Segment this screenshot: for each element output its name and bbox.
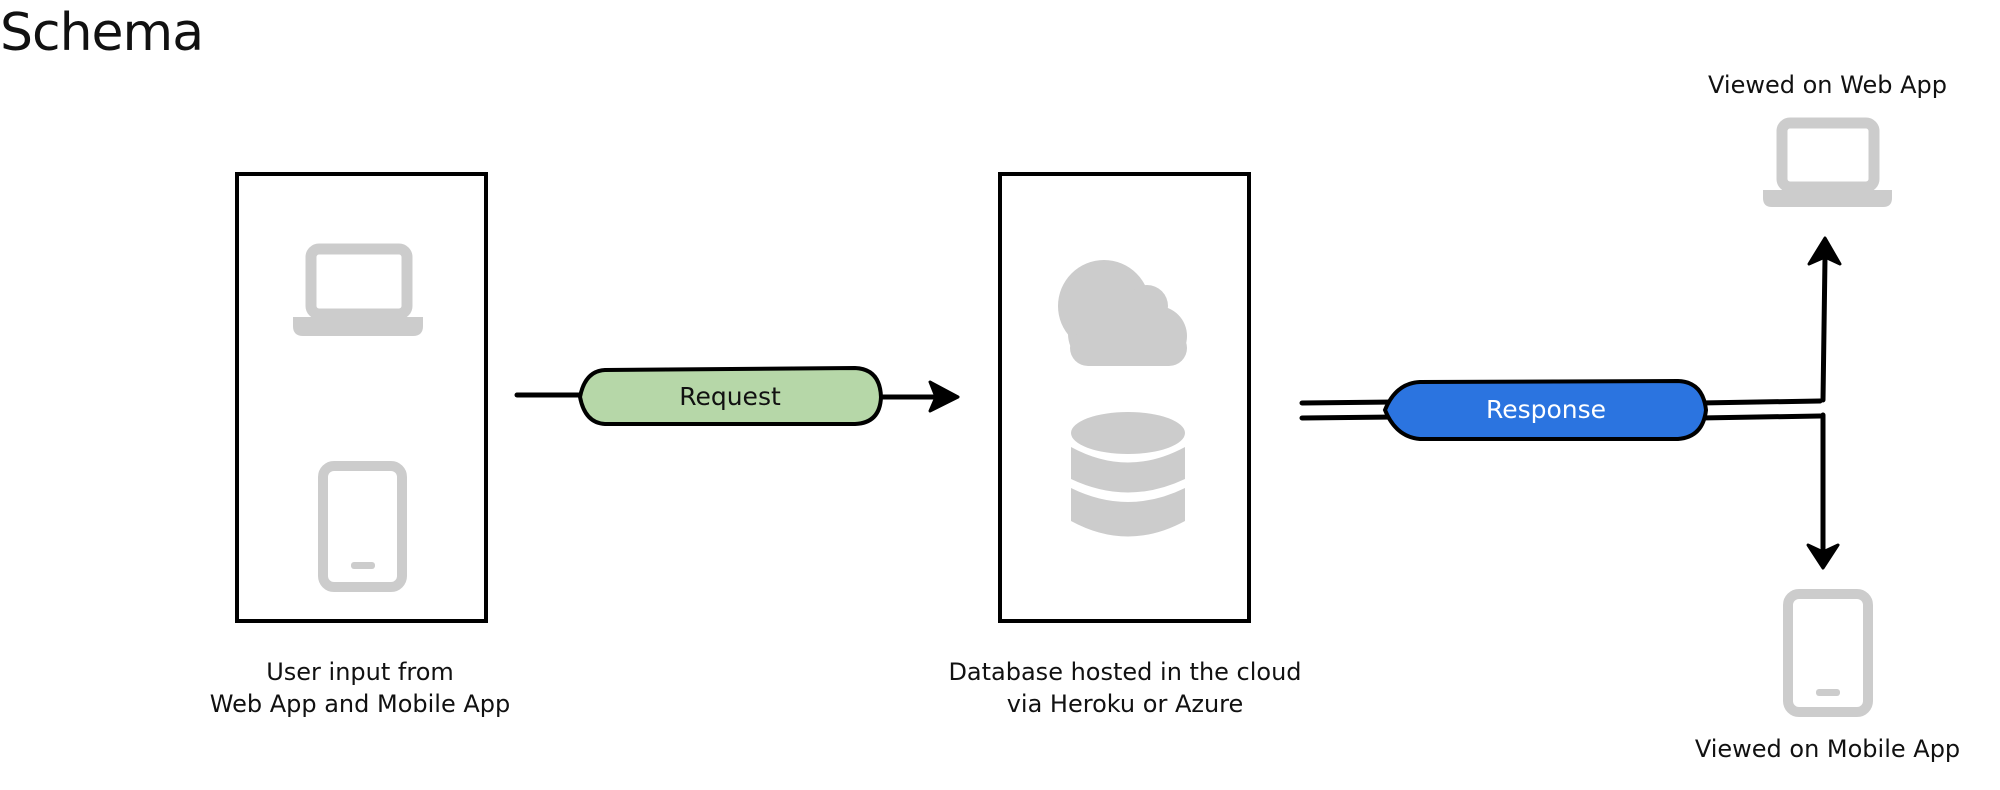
phone-icon <box>1783 589 1873 717</box>
request-pill <box>577 365 884 426</box>
mobile-output-label: Viewed on Mobile App <box>1694 735 1961 763</box>
client-label: User input from Web App and Mobile App <box>160 656 560 720</box>
request-connector <box>514 365 960 426</box>
response-label: Response <box>1485 395 1607 424</box>
response-pill <box>1382 378 1709 441</box>
response-connector <box>1299 236 1842 570</box>
arrowhead-down <box>1806 543 1840 570</box>
web-output-label: Viewed on Web App <box>1708 71 1947 99</box>
client-label-line2: Web App and Mobile App <box>209 690 511 718</box>
client-label-line1: User input from <box>266 658 454 686</box>
request-label: Request <box>679 382 781 411</box>
server-label-line1: Database hosted in the cloud <box>948 658 1302 686</box>
server-box <box>998 172 1251 623</box>
arrowhead <box>928 380 960 413</box>
phone-icon <box>318 461 407 592</box>
arrowhead-up <box>1807 236 1842 266</box>
laptop-icon <box>293 243 423 336</box>
laptop-icon <box>1763 117 1892 207</box>
page-title: Schema <box>0 3 204 63</box>
server-label: Database hosted in the cloud via Heroku … <box>900 656 1350 720</box>
database-icon <box>1071 412 1185 537</box>
server-label-line2: via Heroku or Azure <box>1006 690 1244 718</box>
cloud-icon <box>1058 260 1187 366</box>
client-box <box>235 172 488 623</box>
